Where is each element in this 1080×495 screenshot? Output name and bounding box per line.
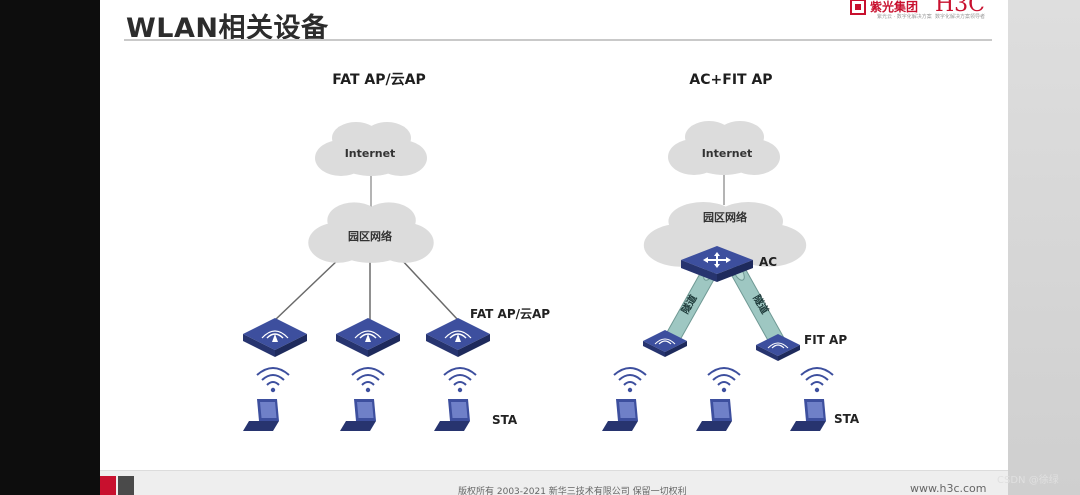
diagram-ac-fit-ap: AC+FIT AP Internet 园区网络 隧道 [602, 72, 860, 431]
ac-label: AC [759, 255, 777, 269]
logo-tagline-right: 数字化解决方案领导者 [935, 14, 986, 20]
campus-label: 园区网络 [703, 210, 747, 224]
fat-ap-heading: FAT AP/云AP [332, 72, 425, 88]
campus-label: 园区网络 [348, 229, 392, 243]
logo-tagline-left: 紫光云 · 数字化解决方案 [877, 14, 932, 20]
laptop-icon [602, 399, 638, 431]
logo-name: 紫光集团 [870, 0, 919, 14]
internet-label: Internet [345, 147, 396, 160]
wifi-signal-icon [707, 367, 741, 394]
footer-bar [100, 470, 1008, 495]
sta-label: STA [834, 412, 860, 426]
laptop-icon [434, 399, 470, 431]
footer-url[interactable]: www.h3c.com [910, 482, 987, 495]
footer-accent-red [100, 476, 116, 495]
wifi-signal-icon [800, 367, 834, 394]
access-point-icon [242, 317, 308, 358]
diagram-fat-ap: FAT AP/云AP Internet 园区网络 FAT AP/云AP [242, 72, 550, 431]
h3c-logo: 紫光集团 H3C 紫光云 · 数字化解决方案 数字化解决方案领导者 [850, 0, 1008, 22]
wifi-signal-icon [443, 367, 477, 394]
laptop-icon [696, 399, 732, 431]
slide-title: WLAN相关设备 [126, 13, 329, 44]
internet-label: Internet [702, 147, 753, 160]
wifi-signal-icon [256, 367, 290, 394]
side-shade [1008, 0, 1080, 495]
sta-label: STA [492, 413, 518, 427]
fit-ap-label: FIT AP [804, 333, 847, 347]
logo-brand: H3C [935, 0, 986, 17]
campus-ap1-link [274, 257, 341, 321]
fat-ap-label: FAT AP/云AP [470, 307, 550, 321]
laptop-icon [790, 399, 826, 431]
access-point-icon [425, 317, 491, 358]
laptop-icon [340, 399, 376, 431]
access-point-icon [335, 317, 401, 358]
laptop-icon [243, 399, 279, 431]
access-point-icon [755, 333, 801, 362]
title-divider [124, 39, 992, 41]
slide: WLAN相关设备 紫光集团 H3C 紫光云 · 数字化解决方案 数字化解决方案领… [100, 0, 1008, 495]
ac-fit-ap-heading: AC+FIT AP [689, 72, 772, 88]
campus-ap3-link [399, 257, 459, 321]
footer-accent-grey [118, 476, 134, 495]
wlan-diagram: FAT AP/云AP Internet 园区网络 FAT AP/云AP [242, 72, 860, 431]
footer-copyright: 版权所有 2003-2021 新华三技术有限公司 保留一切权利 [458, 487, 687, 495]
wifi-signal-icon [351, 367, 385, 394]
wifi-signal-icon [613, 367, 647, 394]
logo-mark-icon [850, 0, 866, 15]
csdn-watermark: CSDN @徐绿 [997, 475, 1059, 486]
